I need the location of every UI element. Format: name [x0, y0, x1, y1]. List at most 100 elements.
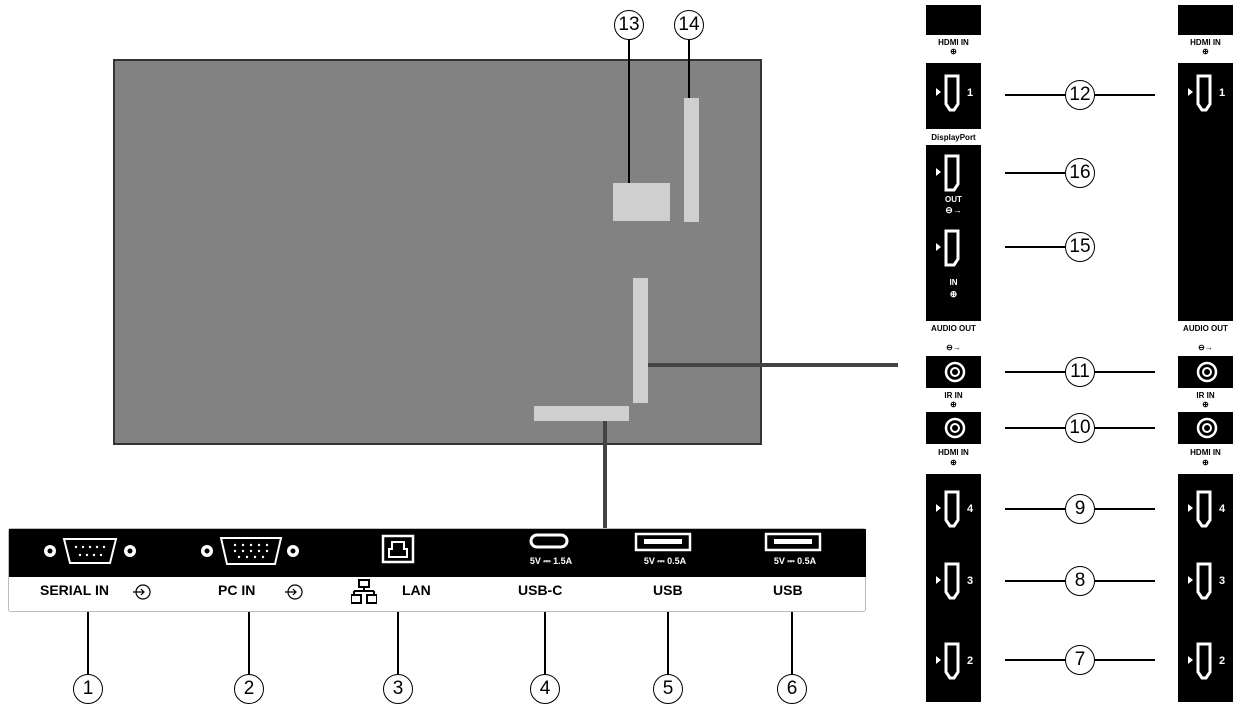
hdmi-in-label-b: HDMI IN: [1190, 38, 1221, 47]
audio-jack-icon: [944, 361, 966, 383]
input-arrow-icon: [133, 584, 151, 600]
hdmi-port-number: 2: [967, 655, 974, 667]
side-connector-line: [648, 363, 898, 367]
usb-1-rating: 5V ⎓ 0.5A: [643, 556, 687, 566]
hdmi-port-number: 1: [1219, 87, 1226, 99]
audio-out-label-b: AUDIO OUT: [1183, 324, 1228, 333]
callout-10: 10: [1065, 413, 1095, 443]
network-icon: [351, 579, 377, 604]
usb-2-rating: 5V ⎓ 0.5A: [773, 556, 817, 566]
callout-7: 7: [1065, 645, 1095, 675]
callout-15: 15: [1065, 232, 1095, 262]
hdmi-port-icon: [936, 642, 960, 680]
input-arrow-icon: ⊕: [950, 458, 957, 467]
usb-c-rating: 5V ⎓ 1.5A: [529, 556, 573, 566]
side-panel-b-upper: [1178, 63, 1233, 321]
callout-3: 3: [383, 674, 413, 704]
side-panel-a-hdmi1: [926, 63, 981, 129]
displayport-in-icon: [936, 229, 960, 267]
port-area-14: [684, 98, 699, 222]
input-arrow-icon: [285, 584, 303, 600]
ir-in-label-a: IR IN: [944, 391, 963, 400]
bottom-io-panel: [8, 528, 866, 612]
vga-port-icon: [201, 537, 299, 565]
callout-1-line: [87, 612, 89, 674]
output-arrow-icon: ⊖→: [945, 205, 962, 215]
dp-out-label: OUT: [945, 195, 962, 204]
input-arrow-icon: ⊕: [1202, 458, 1209, 467]
callout-2: 2: [234, 674, 264, 704]
hdmi-port-number: 2: [1219, 655, 1226, 667]
side-panel-b-hdmi-lower: [1178, 474, 1233, 702]
callout-2-line: [248, 612, 250, 674]
side-panel-a-top: [926, 5, 981, 35]
usb-c-port-icon: [529, 533, 569, 549]
hdmi-port-number: 4: [967, 503, 974, 515]
hdmi-port-icon: [936, 490, 960, 528]
callout-12: 12: [1065, 80, 1095, 110]
side-panel-a-hdmi-lower: [926, 474, 981, 702]
displayport-label: DisplayPort: [931, 133, 976, 142]
callout-16-line: [1005, 172, 1065, 174]
side-panel-b-top: [1178, 5, 1233, 35]
callout-13: 13: [614, 10, 644, 40]
callout-16: 16: [1065, 158, 1095, 188]
serial-port-icon: [44, 538, 136, 564]
monitor-rear: [113, 59, 762, 445]
callout-6-line: [791, 612, 793, 674]
hdmi-port-icon: [936, 562, 960, 600]
hdmi-port-number: 4: [1219, 503, 1226, 515]
ir-jack-b: [1178, 412, 1233, 444]
hdmi-port-number: 3: [967, 575, 974, 587]
usb-c-label: USB-C: [518, 582, 563, 598]
side-panel-a-dp: [926, 145, 981, 321]
port-area-13: [613, 183, 670, 221]
lan-label: LAN: [402, 582, 431, 598]
audio-jack-b: [1178, 356, 1233, 388]
hdmi-in-label-a: HDMI IN: [938, 38, 969, 47]
callout-11: 11: [1065, 357, 1095, 387]
input-arrow-icon: ⊕: [949, 289, 958, 299]
callout-8: 8: [1065, 566, 1095, 596]
ir-jack-icon: [944, 417, 966, 439]
serial-in-label: SERIAL IN: [40, 582, 109, 598]
audio-out-label-a: AUDIO OUT: [931, 324, 976, 333]
callout-9: 9: [1065, 494, 1095, 524]
input-arrow-icon: ⊕: [950, 47, 957, 56]
callout-14: 14: [674, 10, 704, 40]
ir-in-label-b: IR IN: [1196, 391, 1215, 400]
callout-15-line: [1005, 246, 1065, 248]
output-arrow-icon: ⊖→: [946, 343, 961, 352]
hdmi-port-icon: [1188, 490, 1212, 528]
audio-jack-icon: [1196, 361, 1218, 383]
hdmi-port-icon: [1188, 562, 1212, 600]
ir-jack-icon: [1196, 417, 1218, 439]
hdmi-port-icon: [936, 74, 960, 112]
usb-port-icon-1: [634, 532, 692, 552]
callout-14-line: [688, 40, 690, 98]
bottom-connector-line: [603, 421, 607, 528]
side-port-area: [633, 278, 648, 403]
callout-13-line: [628, 40, 630, 183]
input-arrow-icon: ⊕: [950, 400, 957, 409]
hdmi-port-number: 1: [967, 87, 974, 99]
hdmi-in-label-b2: HDMI IN: [1190, 448, 1221, 457]
callout-3-line: [397, 612, 399, 674]
callout-5: 5: [653, 674, 683, 704]
usb-port-icon-2: [764, 532, 822, 552]
hdmi-port-number: 3: [1219, 575, 1226, 587]
hdmi-port-icon: [1188, 74, 1212, 112]
pc-in-label: PC IN: [218, 582, 256, 598]
displayport-out-icon: [936, 154, 960, 192]
dp-in-label: IN: [949, 278, 958, 287]
ir-jack-a: [926, 412, 981, 444]
input-arrow-icon: ⊕: [1202, 400, 1209, 409]
hdmi-in-label-a2: HDMI IN: [938, 448, 969, 457]
usb-1-label: USB: [653, 582, 683, 598]
lan-port-icon: [381, 534, 415, 564]
callout-1: 1: [73, 674, 103, 704]
output-arrow-icon: ⊖→: [1198, 343, 1213, 352]
callout-5-line: [667, 612, 669, 674]
callout-6: 6: [777, 674, 807, 704]
audio-jack-a: [926, 356, 981, 388]
